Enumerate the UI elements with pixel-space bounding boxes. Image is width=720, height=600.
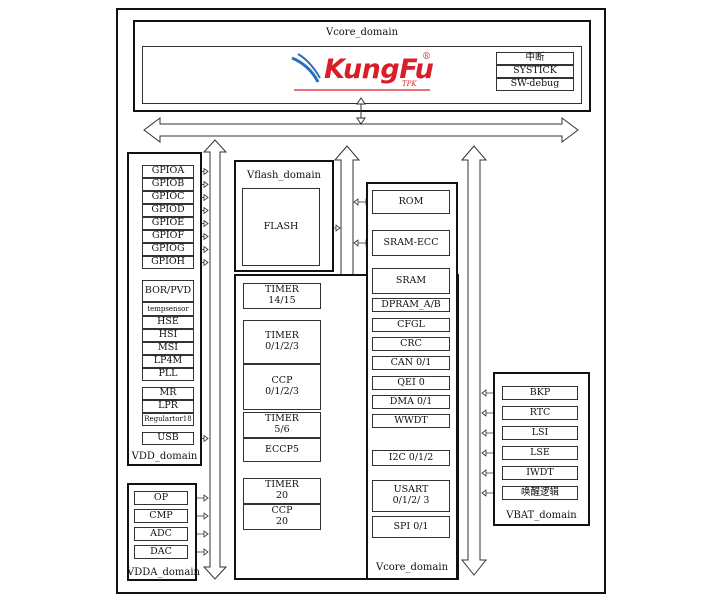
- vdda-cell: DAC: [134, 545, 188, 559]
- gpio-cell: GPIOF: [142, 230, 194, 243]
- lpr-cell: LPR: [142, 400, 194, 413]
- core-right-cell: CAN 0/1: [372, 356, 450, 370]
- vbat-cell: 唤醒逻辑: [502, 486, 578, 500]
- logo-wordmark: KungFu: [324, 54, 434, 85]
- gpio-cell: GPIOD: [142, 204, 194, 217]
- lp4m-cell: LP4M: [142, 355, 194, 368]
- core-left-cell: TIMER 14/15: [243, 283, 321, 309]
- gpio-cell: GPIOH: [142, 256, 194, 269]
- usb-cell: USB: [142, 432, 194, 445]
- core-left-cell: ECCP5: [243, 438, 321, 462]
- core-right-cell: CFGL: [372, 318, 450, 332]
- systick-cell: SYSTICK: [496, 65, 574, 78]
- core-right-cell: SRAM: [372, 268, 450, 294]
- core-right-cell: CRC: [372, 337, 450, 351]
- core-right-cell: DMA 0/1: [372, 395, 450, 409]
- core-right-cell: SPI 0/1: [372, 516, 450, 538]
- logo-registered-mark: ®: [422, 52, 431, 62]
- vdda-domain-label: VDDA_domain: [127, 567, 200, 578]
- core-right-cell: I2C 0/1/2: [372, 450, 450, 466]
- vdda-cell: ADC: [134, 527, 188, 541]
- vbat-cell: LSI: [502, 426, 578, 440]
- core-left-cell: TIMER 5/6: [243, 412, 321, 438]
- bor-pvd-cell: BOR/PVD: [142, 280, 194, 302]
- core-right-domain-label: Vcore_domain: [375, 562, 449, 573]
- gpio-cell: GPIOA: [142, 165, 194, 178]
- vbat-domain-label: VBAT_domain: [506, 510, 577, 521]
- gpio-cell: GPIOC: [142, 191, 194, 204]
- kungfu-swoosh-icon: [291, 53, 430, 91]
- top-domain-label: Vcore_domain: [325, 27, 399, 38]
- core-right-cell: DPRAM_A/B: [372, 298, 450, 312]
- core-left-cell: CCP 0/1/2/3: [243, 364, 321, 410]
- msi-cell: MSI: [142, 342, 194, 355]
- core-left-cell: TIMER 20: [243, 478, 321, 504]
- core-right-cell: SRAM-ECC: [372, 230, 450, 256]
- regulator18-cell: Regulartor18: [142, 413, 194, 426]
- logo-sub: TPK: [402, 80, 417, 88]
- vdda-cell: OP: [134, 491, 188, 505]
- core-left-cell: TIMER 0/1/2/3: [243, 320, 321, 364]
- vbat-cell: LSE: [502, 446, 578, 460]
- mr-cell: MR: [142, 387, 194, 400]
- core-right-cell: ROM: [372, 190, 450, 214]
- sw-debug-cell: SW-debug: [496, 78, 574, 91]
- vbat-cell: IWDT: [502, 466, 578, 480]
- core-left-cell: CCP 20: [243, 504, 321, 530]
- gpio-cell: GPIOE: [142, 217, 194, 230]
- vdda-cell: CMP: [134, 509, 188, 523]
- kungfu-logo: KungFu ® TPK: [290, 50, 440, 94]
- core-right-cell: USART 0/1/2/ 3: [372, 480, 450, 512]
- interrupt-cell: 中断: [496, 52, 574, 65]
- hsi-cell: HSI: [142, 329, 194, 342]
- pll-cell: PLL: [142, 368, 194, 381]
- tempsensor-cell: tempsensor: [142, 302, 194, 316]
- core-right-cell: QEI 0: [372, 376, 450, 390]
- gpio-cell: GPIOG: [142, 243, 194, 256]
- vflash-domain-label: Vflash_domain: [247, 170, 321, 181]
- gpio-cell: GPIOB: [142, 178, 194, 191]
- vdd-domain-label: VDD_domain: [131, 451, 198, 462]
- hse-cell: HSE: [142, 316, 194, 329]
- vbat-cell: RTC: [502, 406, 578, 420]
- core-right-cell: WWDT: [372, 414, 450, 428]
- vbat-cell: BKP: [502, 386, 578, 400]
- flash-cell: FLASH: [242, 188, 320, 266]
